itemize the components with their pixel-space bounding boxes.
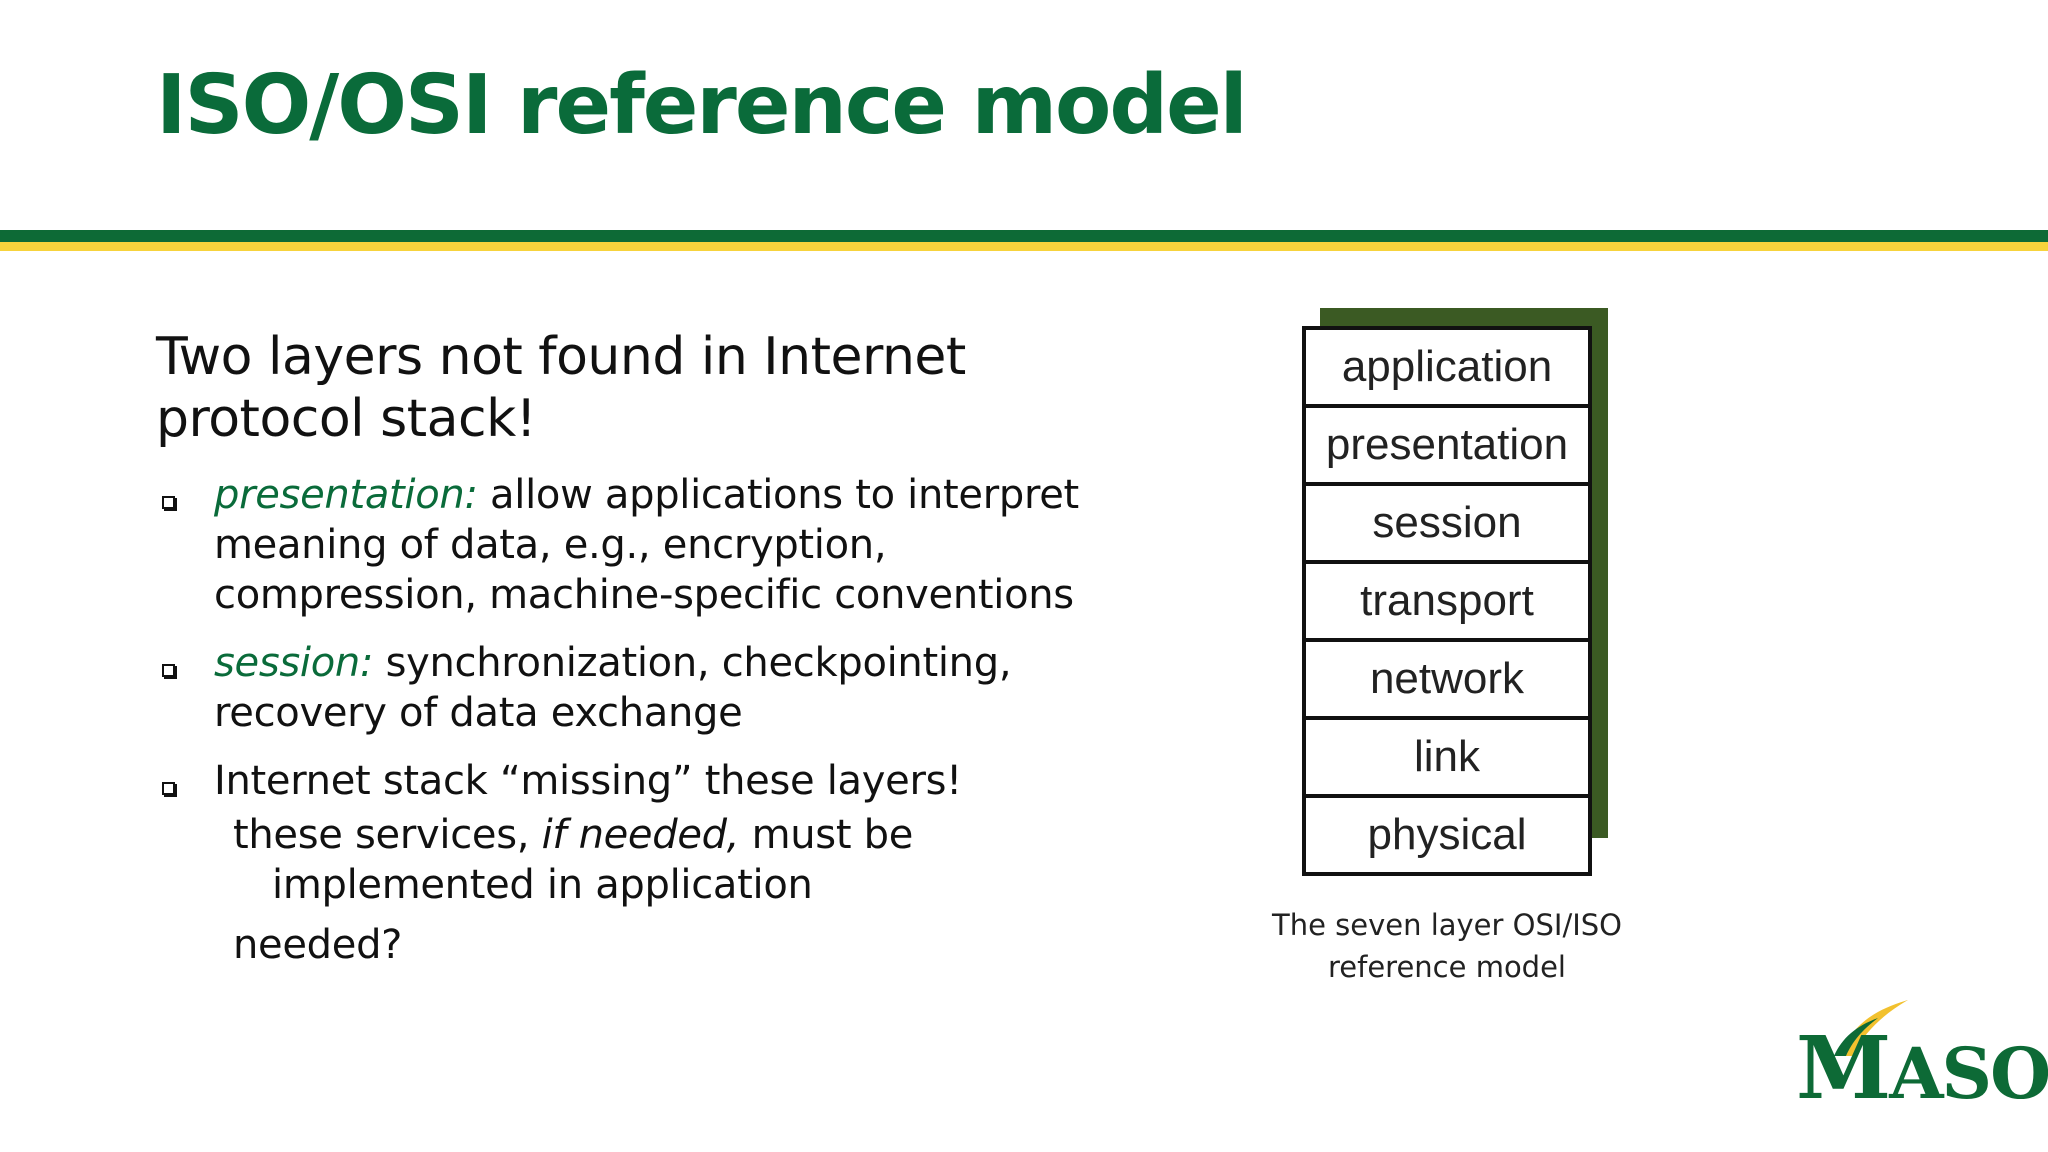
mason-logo: MASON (1796, 998, 2048, 1116)
bullet-text: allow applications to interpret meaning … (214, 472, 1079, 618)
slide-body: Two layers not found in Internet protoco… (156, 326, 1156, 970)
logo-wordmark: MASON (1796, 1026, 2048, 1112)
header-rule-green (0, 230, 2048, 242)
bullet-text: synchronization, checkpointing, recovery… (214, 640, 1012, 736)
lead-text: Two layers not found in Internet protoco… (156, 327, 966, 449)
bullet-term: session: (214, 640, 374, 686)
bullet-session: session: synchronization, checkpointing,… (156, 638, 1156, 738)
bullet-box-icon (162, 664, 175, 677)
bullet-internet-stack: Internet stack “missing” these layers! (156, 756, 1156, 806)
layer-link: link (1306, 720, 1588, 798)
bullet-box-icon (162, 496, 175, 509)
logo-letter-m: M (1796, 1018, 1891, 1119)
sub-line-needed: needed? (233, 922, 403, 968)
bullet-term: presentation: (214, 472, 478, 518)
bullet-presentation: presentation: allow applications to inte… (156, 470, 1156, 620)
sub-italic-text: if needed, (541, 812, 740, 858)
layer-session: session (1306, 486, 1588, 564)
header-rule-gold (0, 242, 2048, 251)
diagram-caption: The seven layer OSI/ISO reference model (1262, 904, 1632, 988)
layer-application: application (1306, 330, 1588, 408)
osi-stack: application presentation session transpo… (1302, 326, 1592, 876)
caption-line: reference model (1328, 950, 1566, 984)
caption-line: The seven layer OSI/ISO (1271, 908, 1623, 942)
logo-letters: ASON (1889, 1032, 2048, 1115)
layer-transport: transport (1306, 564, 1588, 642)
bullet-box-icon (162, 782, 175, 795)
layer-physical: physical (1367, 810, 1527, 859)
layer-presentation: presentation (1306, 408, 1588, 486)
layer-network: network (1306, 642, 1588, 720)
slide-title: ISO/OSI reference model (156, 58, 1248, 153)
logo-flame-icon (1834, 1000, 1908, 1056)
sub-line-services: these services, if needed, must be (233, 810, 1156, 860)
sub-line-implemented: implemented in application (272, 862, 813, 908)
sub-text: must be (739, 812, 914, 858)
bullet-text: Internet stack “missing” these layers! (214, 758, 962, 804)
osi-stack-diagram: application presentation session transpo… (1302, 308, 1612, 876)
sub-text: these services, (233, 812, 542, 858)
